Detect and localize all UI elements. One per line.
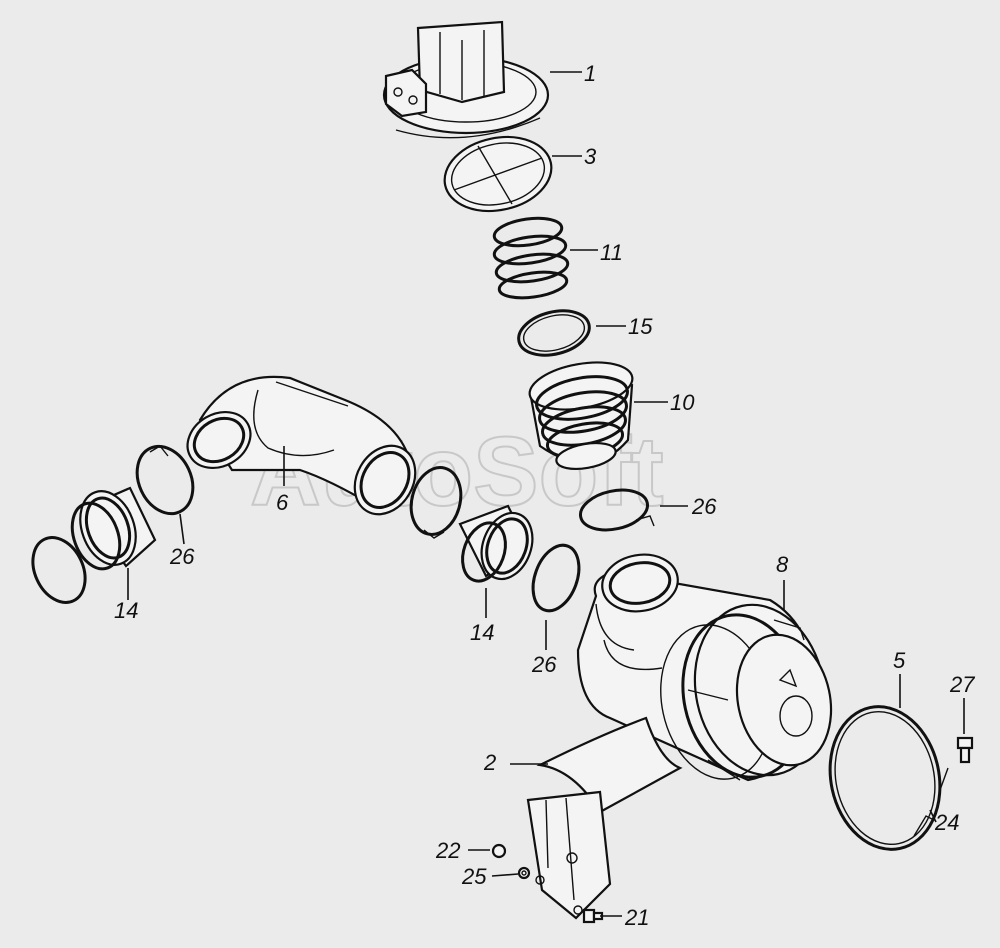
part-27-bolt <box>956 736 974 764</box>
callout-22: 22 <box>435 838 460 863</box>
part-24-pin <box>939 767 949 791</box>
callout-1: 1 <box>584 61 596 86</box>
callout-14-middle: 14 <box>470 620 494 645</box>
callout-10: 10 <box>670 390 695 415</box>
part-14-hose-middle <box>458 504 534 583</box>
part-10-bellows <box>528 361 634 471</box>
part-5-clamp-band <box>828 705 942 851</box>
callout-11: 11 <box>600 240 623 265</box>
part-2-mounting-bracket <box>526 716 683 920</box>
part-26-clamp-right <box>579 488 655 532</box>
part-14-hose-left <box>31 486 157 604</box>
part-26-clamp-lower <box>531 543 581 613</box>
callout-2: 2 <box>483 750 496 775</box>
callout-8: 8 <box>776 552 789 577</box>
callout-5: 5 <box>893 648 906 673</box>
part-25-washer <box>517 866 531 880</box>
part-11-spring <box>492 216 570 300</box>
part-3-screen <box>443 135 553 213</box>
callout-14-left: 14 <box>114 598 138 623</box>
callout-15: 15 <box>628 314 653 339</box>
part-26-clamp-left <box>135 444 195 516</box>
callout-24: 24 <box>934 810 959 835</box>
part-15-ring <box>517 309 591 357</box>
callout-6: 6 <box>276 490 289 515</box>
callout-27: 27 <box>949 672 975 697</box>
leader-lines <box>127 71 965 917</box>
part-21-bolt <box>582 908 604 924</box>
callout-25: 25 <box>461 864 487 889</box>
callout-21: 21 <box>624 905 649 930</box>
part-1-intake-hood <box>382 20 550 139</box>
part-22-nut <box>491 843 507 859</box>
part-6-elbow-pipe <box>186 375 417 516</box>
callout-26-right: 26 <box>691 494 717 519</box>
callout-3: 3 <box>584 144 597 169</box>
callout-26-left: 26 <box>169 544 195 569</box>
part-26-clamp-middle <box>409 466 463 539</box>
callout-26-lower: 26 <box>531 652 557 677</box>
